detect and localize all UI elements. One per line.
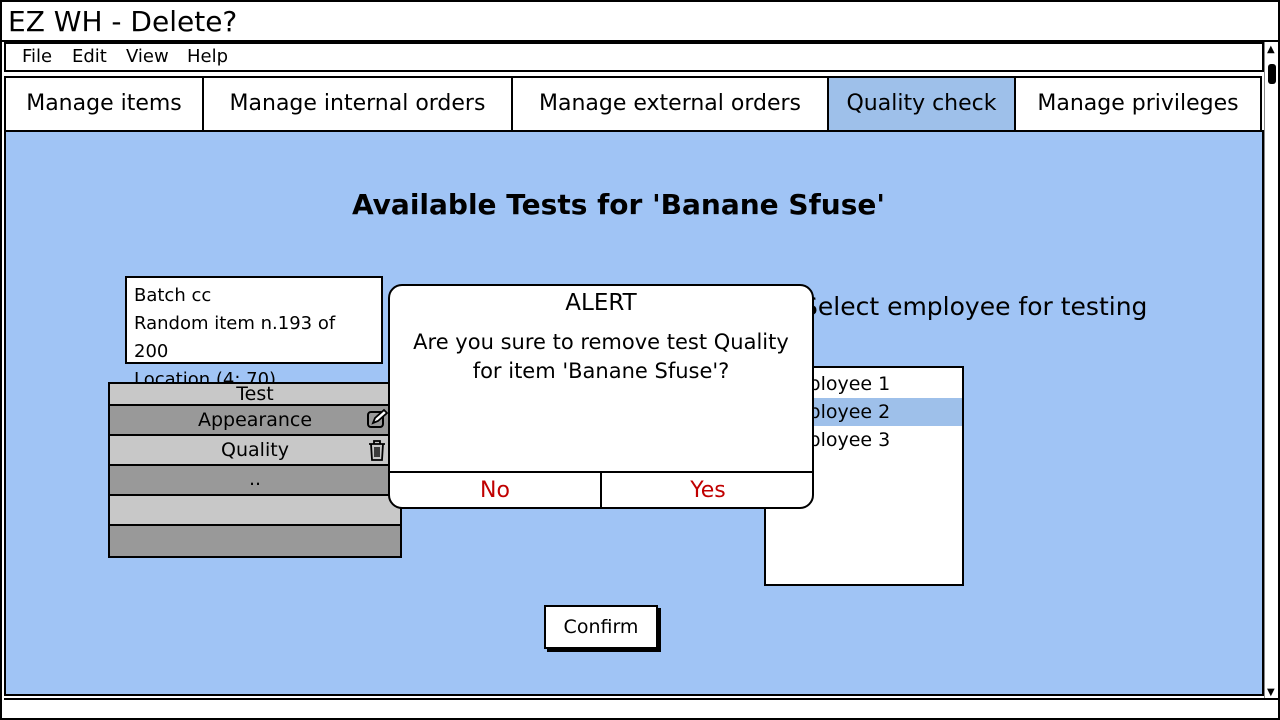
employee-select-label: Select employee for testing: [802, 292, 1148, 321]
batch-info-box: Batch cc Random item n.193 of 200 Locati…: [125, 276, 383, 390]
test-name: Quality: [221, 439, 289, 461]
window-title: EZ WH - Delete?: [8, 5, 238, 38]
tab-manage-internal-orders[interactable]: Manage internal orders: [202, 76, 511, 132]
page-title: Available Tests for 'Banane Sfuse': [352, 188, 885, 221]
tab-manage-external-orders[interactable]: Manage external orders: [511, 76, 827, 132]
tab-quality-check[interactable]: Quality check: [827, 76, 1014, 132]
vertical-scrollbar[interactable]: ▲ ▼: [1264, 42, 1278, 700]
yes-button[interactable]: Yes: [690, 478, 726, 503]
table-row[interactable]: [110, 526, 400, 556]
test-name: Appearance: [197, 409, 313, 431]
table-row[interactable]: Appearance: [110, 406, 400, 436]
menu-help[interactable]: Help: [187, 46, 229, 67]
alert-dialog: ALERT Are you sure to remove test Qualit…: [388, 284, 814, 509]
title-bar: EZ WH - Delete?: [2, 2, 1278, 42]
scroll-down-arrow-icon[interactable]: ▼: [1267, 687, 1275, 698]
dialog-message: Are you sure to remove test Quality for …: [413, 330, 789, 383]
menu-file[interactable]: File: [22, 46, 53, 67]
menu-edit[interactable]: Edit: [72, 46, 107, 67]
table-header: Test: [110, 384, 400, 406]
pencil-icon[interactable]: [366, 408, 389, 439]
trash-icon[interactable]: [366, 438, 388, 471]
dialog-divider: [390, 471, 812, 473]
batch-name: Batch cc: [134, 285, 212, 306]
status-bar: [4, 698, 1278, 718]
scroll-up-arrow-icon[interactable]: ▲: [1267, 44, 1275, 55]
tab-bar: Manage items Manage internal orders Mana…: [4, 76, 1262, 132]
tab-manage-privileges[interactable]: Manage privileges: [1014, 76, 1262, 132]
dialog-title: ALERT: [565, 290, 637, 316]
menu-view[interactable]: View: [126, 46, 169, 67]
table-row[interactable]: Quality: [110, 436, 400, 466]
no-button[interactable]: No: [390, 473, 602, 507]
tests-table: Test Appearance Quality ..: [108, 382, 402, 558]
tab-manage-items[interactable]: Manage items: [4, 76, 202, 132]
table-row[interactable]: ..: [110, 466, 400, 496]
scroll-thumb[interactable]: [1268, 64, 1276, 84]
menu-bar: File Edit View Help: [4, 42, 1264, 72]
table-row[interactable]: [110, 496, 400, 526]
random-item-info: Random item n.193 of 200: [134, 313, 336, 362]
confirm-button[interactable]: Confirm: [544, 605, 658, 649]
